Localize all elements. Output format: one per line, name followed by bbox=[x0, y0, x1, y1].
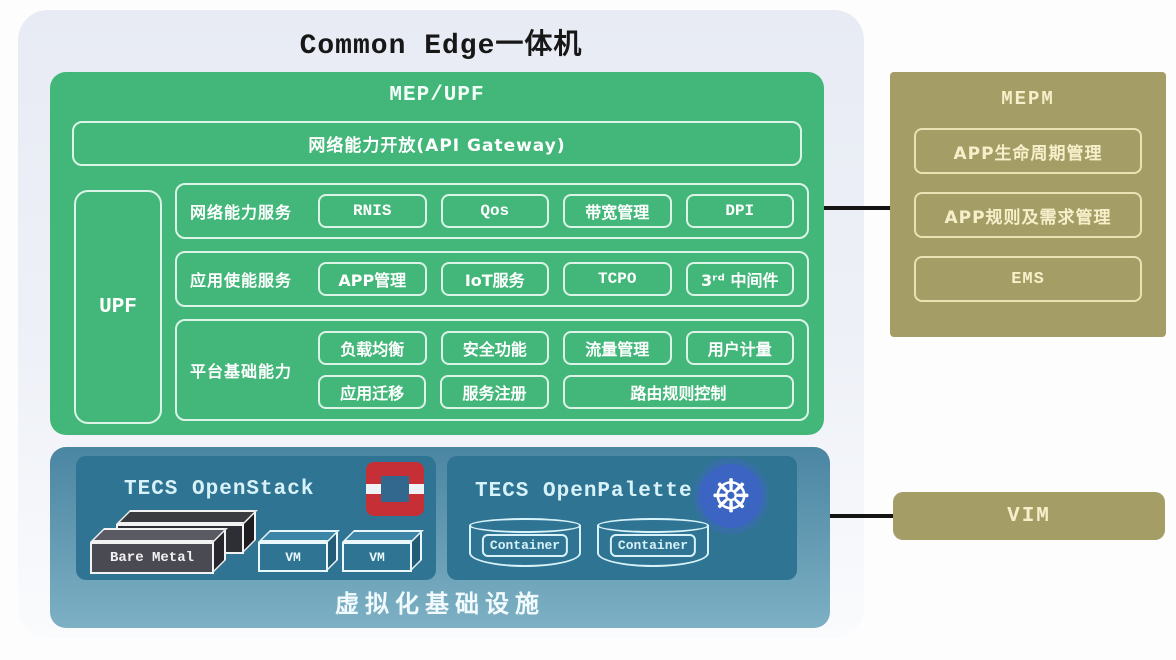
virtualization-block: TECS OpenStack Bare Metal bbox=[50, 447, 830, 628]
container-cylinder-2: Container bbox=[597, 518, 709, 568]
capability-tcpo: TCPO bbox=[563, 262, 672, 296]
container-cylinder-1: Container bbox=[469, 518, 581, 568]
cylinder-top bbox=[597, 518, 709, 533]
connector-infra-to-vim bbox=[830, 514, 893, 518]
row-buttons-line1: 负载均衡 安全功能 流量管理 用户计量 bbox=[318, 331, 794, 365]
api-gateway-label: 网络能力开放(API Gateway) bbox=[308, 136, 566, 156]
virtualization-caption: 虚拟化基础设施 bbox=[335, 590, 545, 618]
api-gateway-bar: 网络能力开放(API Gateway) bbox=[72, 121, 802, 166]
mepm-item-app-rules-requirements-mgmt: APP规则及需求管理 bbox=[914, 192, 1142, 238]
row-label: 应用使能服务 bbox=[190, 271, 293, 290]
vim-label: VIM bbox=[1007, 504, 1051, 528]
row-buttons: RNIS Qos 带宽管理 DPI bbox=[318, 194, 794, 228]
row-app-enablement-services: 应用使能服务 APP管理 IoT服务 TCPO 3ʳᵈ 中间件 bbox=[175, 251, 809, 307]
openstack-slot-left bbox=[366, 484, 381, 494]
vm-label: VM bbox=[258, 542, 328, 572]
capability-routing-rule-control: 路由规则控制 bbox=[562, 375, 795, 409]
kubernetes-icon: ☸ bbox=[699, 464, 763, 528]
capability-user-metering: 用户计量 bbox=[685, 331, 794, 365]
tecs-openpalette-panel: TECS OpenPalette ☸ Container Container bbox=[447, 456, 797, 580]
row-platform-base-capabilities: 平台基础能力 负载均衡 安全功能 流量管理 用户计量 应用迁移 服务注册 路由规… bbox=[175, 319, 809, 421]
capability-iot-service: IoT服务 bbox=[440, 262, 549, 296]
mepm-item-ems: EMS bbox=[914, 256, 1142, 302]
capability-security-function: 安全功能 bbox=[440, 331, 549, 365]
container-label: Container bbox=[481, 534, 569, 557]
mep-upf-title: MEP/UPF bbox=[389, 84, 485, 107]
box-top-face bbox=[116, 510, 258, 524]
capability-bandwidth-mgmt: 带宽管理 bbox=[563, 194, 672, 228]
tecs-openstack-panel: TECS OpenStack Bare Metal bbox=[76, 456, 436, 580]
capability-rows: 网络能力服务 RNIS Qos 带宽管理 DPI 应用使能服务 APP管理 Io… bbox=[175, 183, 809, 433]
mepm-title: MEPM bbox=[1001, 88, 1055, 110]
mep-upf-block: MEP/UPF 网络能力开放(API Gateway) UPF 网络能力服务 R… bbox=[50, 72, 824, 435]
capability-app-migration: 应用迁移 bbox=[318, 375, 427, 409]
tecs-openpalette-title: TECS OpenPalette bbox=[475, 480, 693, 503]
capability-load-balancing: 负载均衡 bbox=[318, 331, 427, 365]
capability-app-mgmt: APP管理 bbox=[318, 262, 427, 296]
row-buttons: APP管理 IoT服务 TCPO 3ʳᵈ 中间件 bbox=[318, 262, 794, 296]
row-buttons-line2: 应用迁移 服务注册 路由规则控制 bbox=[318, 375, 795, 409]
upf-box: UPF bbox=[74, 190, 162, 424]
cylinder-top bbox=[469, 518, 581, 533]
kubernetes-wheel-glyph: ☸ bbox=[710, 469, 752, 523]
openstack-icon bbox=[366, 462, 424, 516]
openstack-slot-right bbox=[409, 484, 424, 494]
tecs-openstack-title: TECS OpenStack bbox=[124, 478, 315, 501]
connector-mep-to-mepm bbox=[824, 206, 890, 210]
mepm-item-app-lifecycle-mgmt: APP生命周期管理 bbox=[914, 128, 1142, 174]
mepm-block: MEPM APP生命周期管理 APP规则及需求管理 EMS bbox=[890, 72, 1166, 337]
row-label: 网络能力服务 bbox=[190, 203, 293, 222]
container-label: Container bbox=[609, 534, 697, 557]
capability-rnis: RNIS bbox=[318, 194, 427, 228]
upf-label: UPF bbox=[99, 295, 137, 319]
openstack-hole bbox=[381, 476, 409, 502]
row-network-capability-services: 网络能力服务 RNIS Qos 带宽管理 DPI bbox=[175, 183, 809, 239]
vim-block: VIM bbox=[893, 492, 1165, 540]
row-label: 平台基础能力 bbox=[190, 362, 293, 381]
row-buttons-stack: 负载均衡 安全功能 流量管理 用户计量 应用迁移 服务注册 路由规则控制 bbox=[318, 331, 795, 409]
capability-dpi: DPI bbox=[685, 194, 794, 228]
bare-metal-label: Bare Metal bbox=[90, 542, 214, 574]
box-top-face bbox=[90, 528, 228, 542]
capability-qos: Qos bbox=[440, 194, 549, 228]
capability-service-registration: 服务注册 bbox=[440, 375, 549, 409]
capability-traffic-mgmt: 流量管理 bbox=[563, 331, 672, 365]
capability-3rd-middleware: 3ʳᵈ 中间件 bbox=[685, 262, 794, 296]
page-title: Common Edge一体机 bbox=[299, 31, 583, 62]
vm-label: VM bbox=[342, 542, 412, 572]
